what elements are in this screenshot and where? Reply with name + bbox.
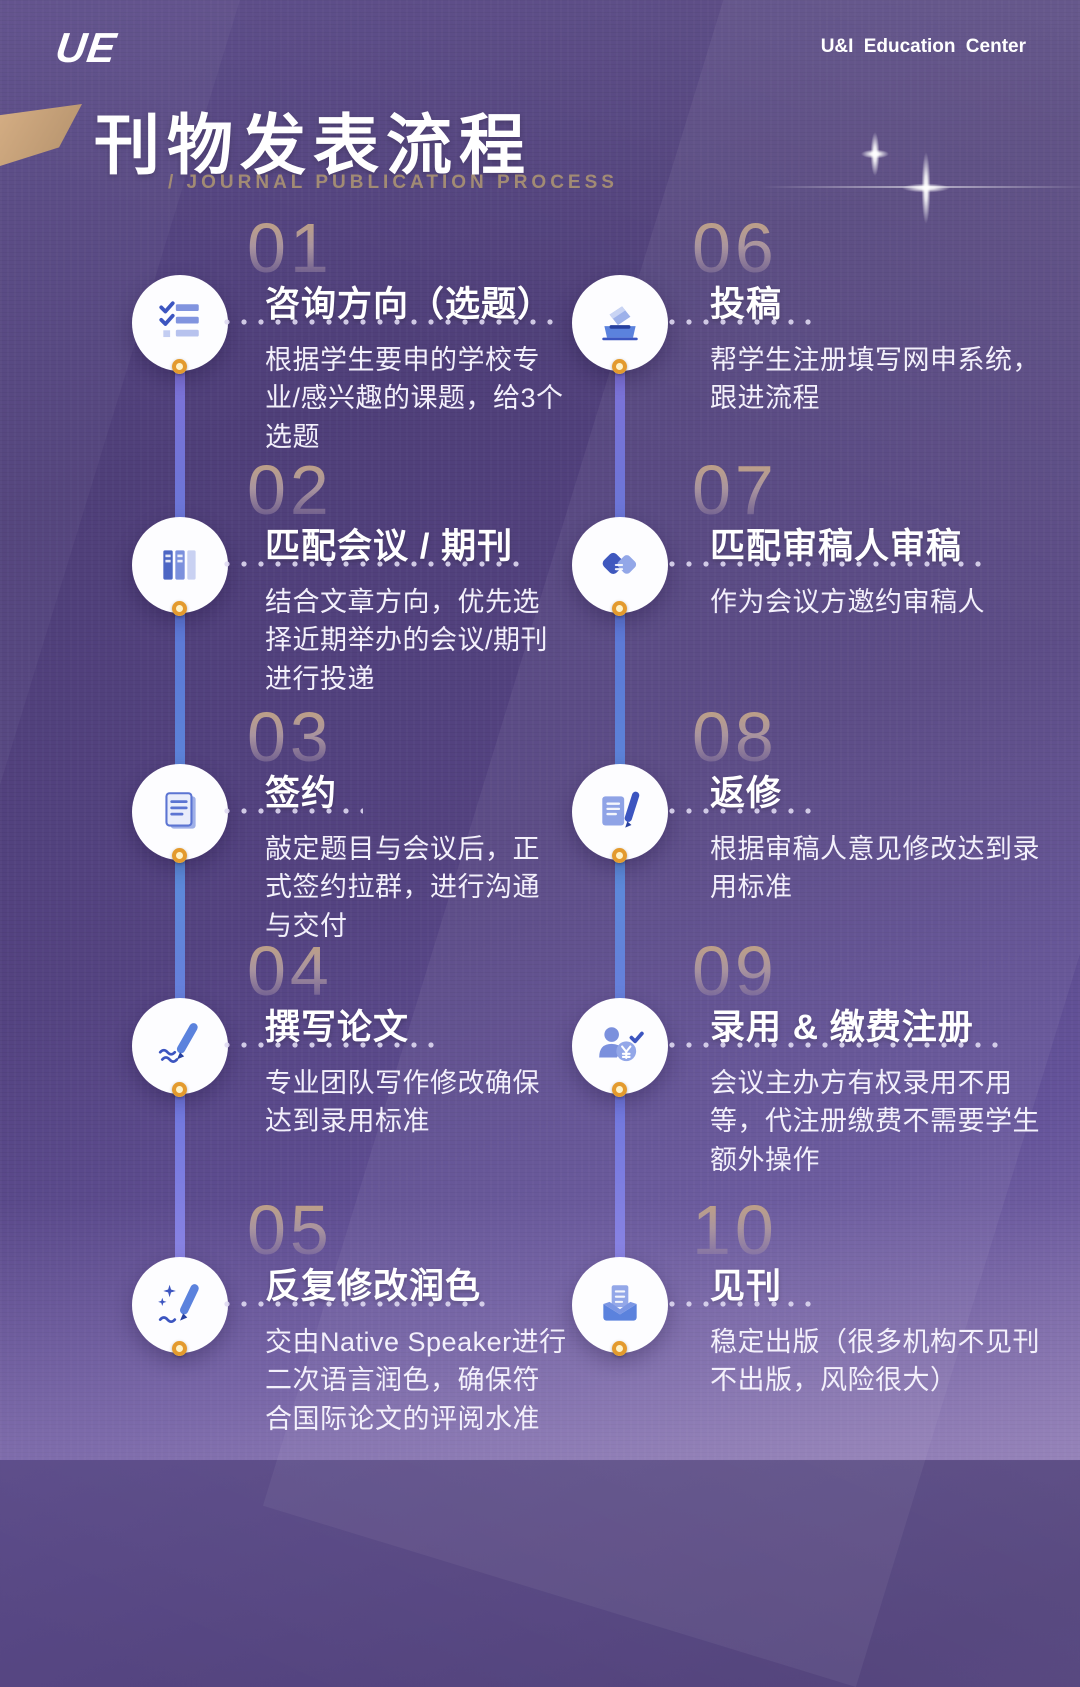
step-description: 结合文章方向，优先选择近期举办的会议/期刊进行投递 xyxy=(265,587,549,694)
step-number: 03 xyxy=(247,698,333,776)
dotted-divider xyxy=(223,807,363,815)
timeline-node-dot xyxy=(172,848,187,863)
timeline-node-dot xyxy=(612,601,627,616)
step-icon-circle xyxy=(132,275,228,371)
step-icon-circle xyxy=(132,1257,228,1353)
step-title: 匹配审稿人审稿 xyxy=(710,527,963,566)
step-10: 10 见刊 稳定出版（很多机构不见刊不出版，风险很大） xyxy=(572,1195,1042,1395)
step-title: 录用 & 缴费注册 xyxy=(710,1008,974,1047)
dotted-divider xyxy=(668,560,990,568)
polish-pen-icon xyxy=(158,1284,199,1324)
step-03: 03 签约 敲定题目与会议后，正式签约拉群，进行沟通与交付 xyxy=(132,702,602,941)
page-subtitle: / JOURNAL PUBLICATION PROCESS xyxy=(168,172,618,193)
dotted-divider xyxy=(223,560,528,568)
timeline-node-dot xyxy=(172,359,187,374)
step-icon-circle xyxy=(572,998,668,1094)
step-number: 09 xyxy=(692,932,778,1010)
step-description: 稳定出版（很多机构不见刊不出版，风险很大） xyxy=(710,1327,1040,1396)
dotted-divider xyxy=(223,318,555,326)
step-02: 02 匹配会议 / 期刊 结合文章方向，优先选择近期举办的会议/期刊进行投递 xyxy=(132,455,602,694)
sparkle-icon xyxy=(858,132,892,176)
step-title: 返修 xyxy=(710,774,783,813)
dotted-divider xyxy=(668,807,816,815)
dotted-divider xyxy=(668,1300,816,1308)
ue-logo: UE xyxy=(52,24,120,71)
step-number: 06 xyxy=(692,209,778,287)
step-title: 签约 xyxy=(265,774,338,813)
step-06: 06 投稿 帮学生注册填写网申系统，跟进流程 xyxy=(572,213,1042,413)
step-title: 咨询方向（选题） xyxy=(265,285,554,324)
handshake-icon xyxy=(602,552,637,575)
step-title: 见刊 xyxy=(710,1267,783,1306)
step-icon-circle xyxy=(572,1257,668,1353)
timeline-node-dot xyxy=(612,359,627,374)
step-icon-circle xyxy=(572,764,668,860)
step-description: 作为会议方邀约审稿人 xyxy=(710,587,985,617)
step-title: 撰写论文 xyxy=(265,1008,410,1047)
step-number: 01 xyxy=(247,209,333,287)
step-09: 09 录用 & 缴费注册 会议主办方有权录用不用等，代注册缴费不需要学生额外操作 xyxy=(572,936,1042,1175)
dotted-divider xyxy=(668,318,816,326)
fee-register-icon xyxy=(599,1027,644,1062)
step-number: 04 xyxy=(247,932,333,1010)
step-number: 08 xyxy=(692,698,778,776)
step-number: 05 xyxy=(247,1191,333,1269)
step-description: 根据学生要申的学校专业/感兴趣的课题，给3个选题 xyxy=(265,345,564,452)
step-description: 交由Native Speaker进行二次语言润色，确保符合国际论文的评阅水准 xyxy=(265,1327,567,1434)
timeline-node-dot xyxy=(612,1082,627,1097)
timeline-node-dot xyxy=(612,848,627,863)
publish-icon xyxy=(603,1285,637,1321)
step-title: 反复修改润色 xyxy=(265,1267,482,1306)
timeline-node-dot xyxy=(172,601,187,616)
dotted-divider xyxy=(223,1300,493,1308)
step-icon-circle xyxy=(132,517,228,613)
step-08: 08 返修 根据审稿人意见修改达到录用标准 xyxy=(572,702,1042,902)
step-icon-circle xyxy=(572,275,668,371)
timeline-node-dot xyxy=(612,1341,627,1356)
brand-name: U&I Education Center xyxy=(820,36,1026,57)
step-number: 10 xyxy=(692,1191,778,1269)
dotted-divider xyxy=(668,1041,998,1049)
contract-icon xyxy=(165,792,196,829)
step-number: 07 xyxy=(692,451,778,529)
books-icon xyxy=(163,550,196,580)
step-04: 04 撰写论文 专业团队写作修改确保达到录用标准 xyxy=(132,936,602,1136)
checklist-icon xyxy=(159,301,199,338)
step-title: 投稿 xyxy=(710,285,783,324)
step-number: 02 xyxy=(247,451,333,529)
dotted-divider xyxy=(223,1041,441,1049)
step-icon-circle xyxy=(132,998,228,1094)
doc-edit-icon xyxy=(602,791,640,828)
step-description: 帮学生注册填写网申系统，跟进流程 xyxy=(710,345,1040,414)
step-title: 匹配会议 / 期刊 xyxy=(265,527,514,566)
timeline-node-dot xyxy=(172,1341,187,1356)
page-title: 刊物发表流程 xyxy=(94,108,532,182)
gold-accent-shape xyxy=(0,104,82,166)
writing-pen-icon xyxy=(158,1023,198,1063)
step-01: 01 咨询方向（选题） 根据学生要申的学校专业/感兴趣的课题，给3个选题 xyxy=(132,213,602,452)
sparkle-icon xyxy=(898,152,954,224)
step-icon-circle xyxy=(132,764,228,860)
step-05: 05 反复修改润色 交由Native Speaker进行二次语言润色，确保符合国… xyxy=(132,1195,602,1434)
step-description: 会议主办方有权录用不用等，代注册缴费不需要学生额外操作 xyxy=(710,1068,1040,1175)
step-description: 敲定题目与会议后，正式签约拉群，进行沟通与交付 xyxy=(265,834,540,941)
step-07: 07 匹配审稿人审稿 作为会议方邀约审稿人 xyxy=(572,455,1042,617)
step-icon-circle xyxy=(572,517,668,613)
ballot-submit-icon xyxy=(602,306,638,341)
timeline-node-dot xyxy=(172,1082,187,1097)
step-description: 专业团队写作修改确保达到录用标准 xyxy=(265,1068,540,1137)
step-description: 根据审稿人意见修改达到录用标准 xyxy=(710,834,1040,903)
